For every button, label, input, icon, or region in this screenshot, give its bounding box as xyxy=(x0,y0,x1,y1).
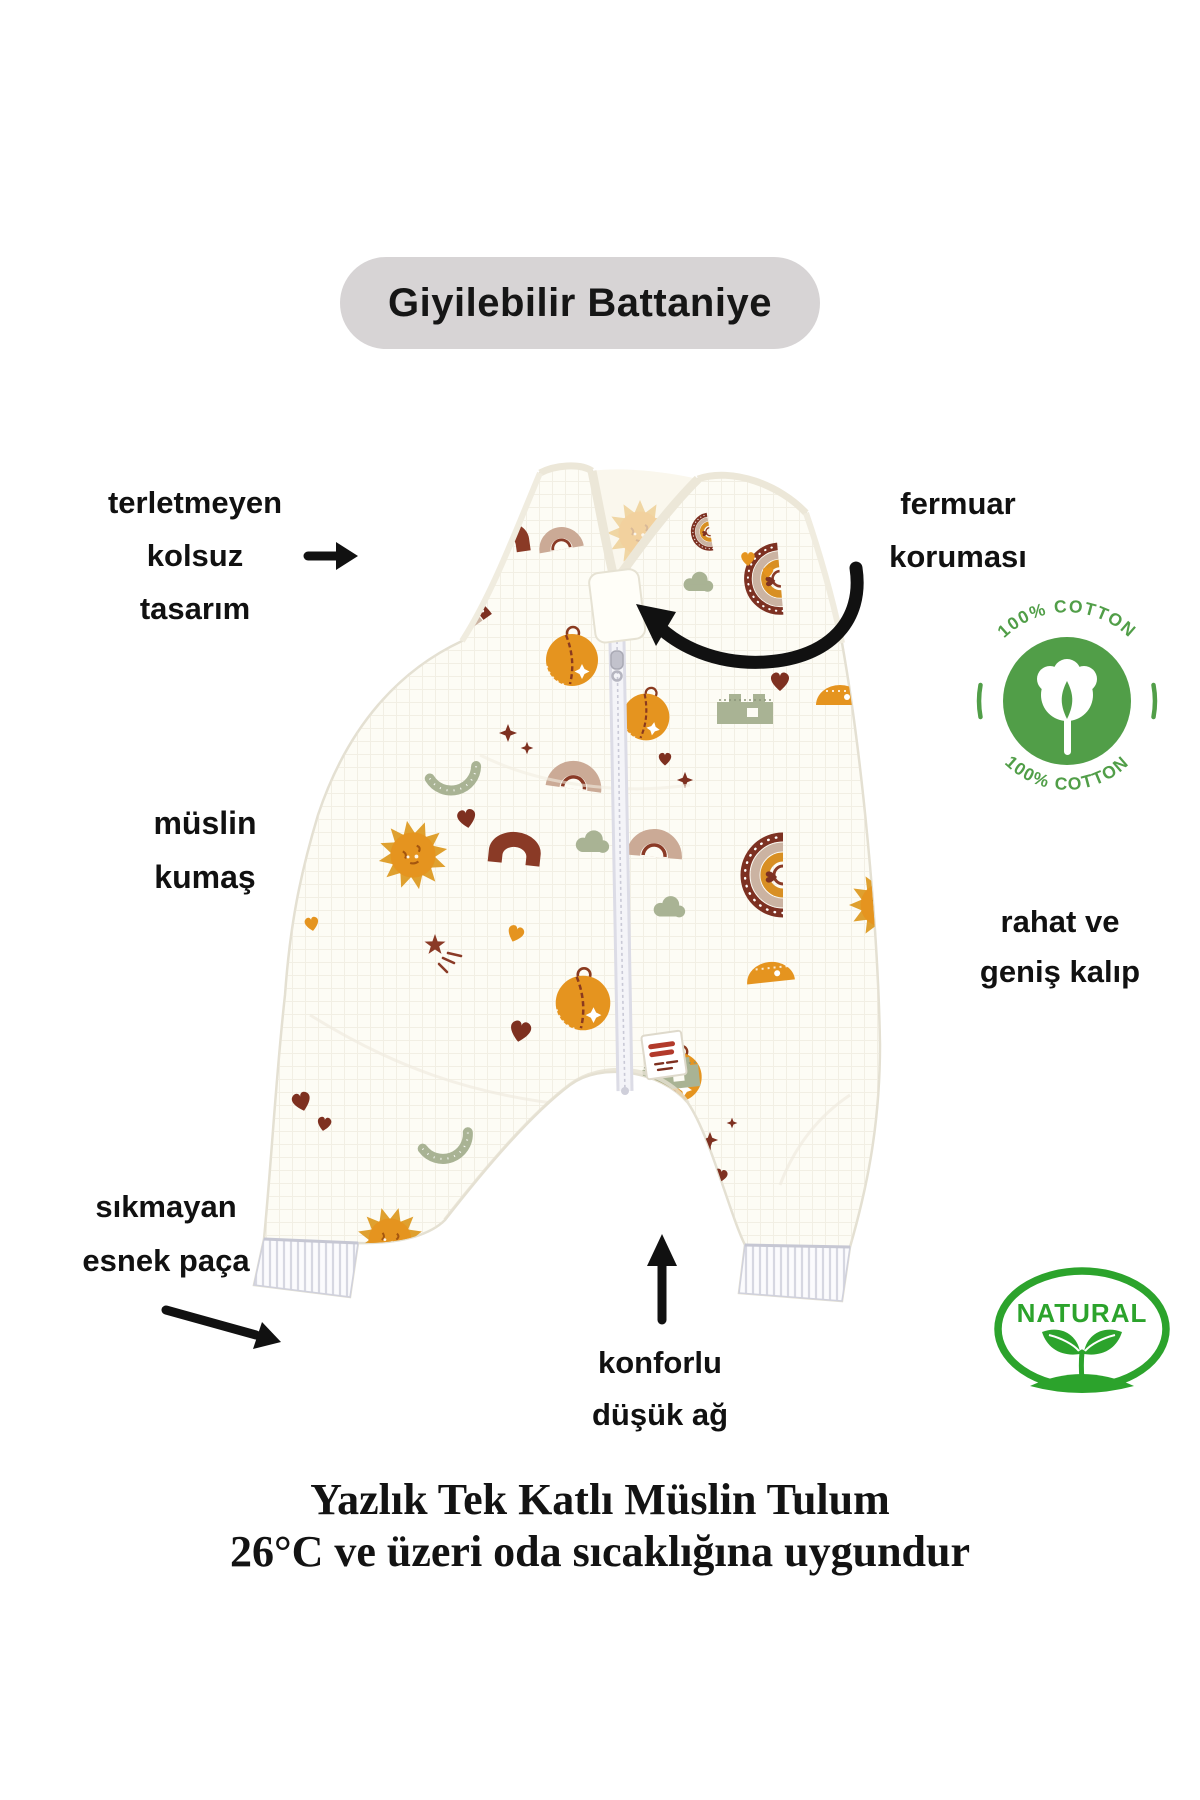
footer-text: Yazlık Tek Katlı Müslin Tulum 26°C ve üz… xyxy=(0,1474,1200,1578)
annotation-wide-fit: rahat ve geniş kalıp xyxy=(980,897,1140,997)
cotton-icon xyxy=(1037,659,1097,755)
footer-line-2: 26°C ve üzeri oda sıcaklığına uygundur xyxy=(229,1527,971,1576)
annotation-zipper-guard: fermuar koruması xyxy=(889,477,1027,583)
annotation-sleeveless: terletmeyen kolsuz tasarım xyxy=(108,476,282,635)
annotation-elastic-cuff: sıkmayan esnek paça xyxy=(82,1180,249,1288)
zipper-guard xyxy=(588,568,647,644)
care-label xyxy=(641,1030,687,1079)
annotation-low-crotch: konforlu düşük ağ xyxy=(592,1337,728,1441)
annotation-line: rahat ve xyxy=(1000,904,1120,939)
natural-badge: NATURAL xyxy=(994,1267,1170,1393)
annotation-line: esnek paça xyxy=(82,1243,250,1278)
annotation-line: terletmeyen xyxy=(107,485,283,520)
cotton-badge: 100% COTTON 100% COTTON xyxy=(976,597,1158,794)
annotation-line: müslin xyxy=(153,805,257,841)
zipper-pull xyxy=(610,650,624,670)
title-pill: Giyilebilir Battaniye xyxy=(340,257,820,349)
collar-binding xyxy=(459,462,845,644)
annotation-line: geniş kalıp xyxy=(979,954,1141,989)
natural-badge-label: NATURAL xyxy=(1017,1298,1148,1328)
diagonal-arrow-icon xyxy=(161,1305,281,1349)
annotation-line: kolsuz xyxy=(146,538,244,573)
annotation-line: konforlu xyxy=(598,1345,722,1380)
annotation-line: sıkmayan xyxy=(95,1189,237,1224)
annotation-muslin-fabric: müslin kumaş xyxy=(153,796,256,904)
annotation-line: kumaş xyxy=(154,859,256,895)
cotton-badge-top-text: 100% COTTON xyxy=(993,597,1140,641)
annotation-line: düşük ağ xyxy=(591,1397,729,1432)
romper-product-image xyxy=(252,462,882,1303)
page-title: Giyilebilir Battaniye xyxy=(388,280,772,325)
up-arrow-icon xyxy=(647,1234,677,1325)
right-cuff xyxy=(738,1243,851,1302)
annotation-line: fermuar xyxy=(900,486,1016,521)
zipper xyxy=(608,640,634,1095)
right-arrow-icon xyxy=(303,542,358,570)
annotation-line: tasarım xyxy=(139,591,251,626)
footer-line-1: Yazlık Tek Katlı Müslin Tulum xyxy=(310,1475,890,1524)
sprout-icon xyxy=(1030,1329,1134,1393)
left-cuff xyxy=(253,1237,359,1298)
annotation-line: koruması xyxy=(889,539,1027,574)
curved-arrow-icon xyxy=(636,561,864,669)
